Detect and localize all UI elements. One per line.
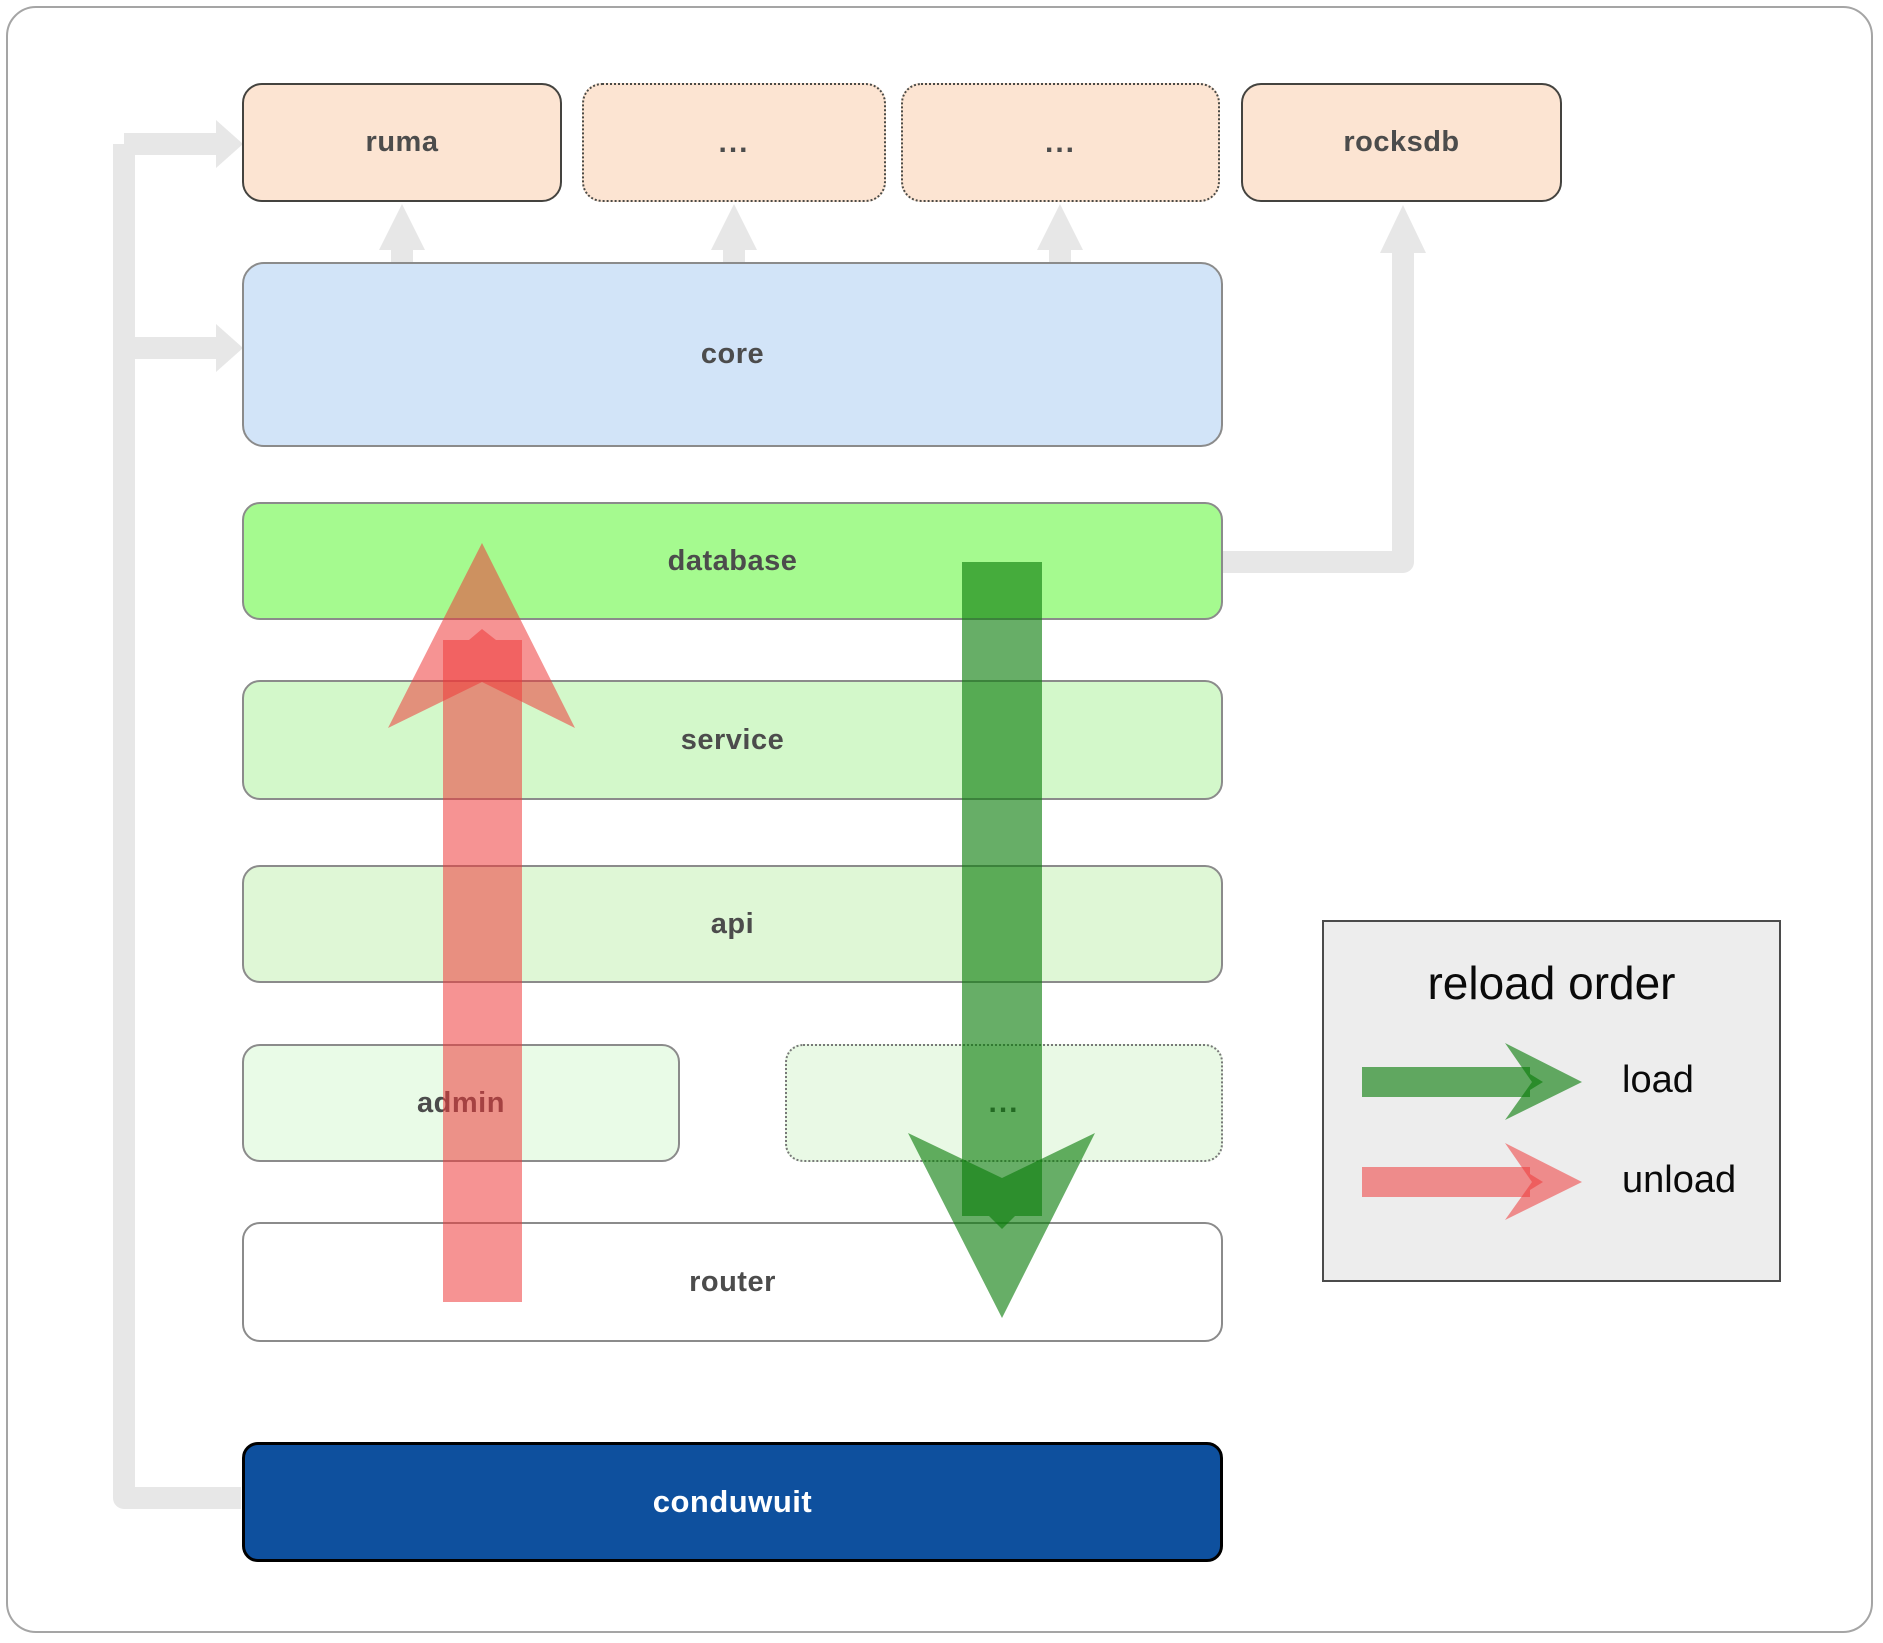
box-core-label: core: [700, 338, 765, 370]
box-rocksdb: rocksdb: [1241, 83, 1562, 202]
box-ellipsis-1-label: ...: [718, 125, 750, 159]
box-conduwuit: conduwuit: [242, 1442, 1223, 1562]
legend-load-label: load: [1622, 1059, 1694, 1101]
box-api: api: [242, 865, 1223, 983]
box-rocksdb-label: rocksdb: [1343, 126, 1460, 158]
box-ellipsis-2-label: ...: [1044, 125, 1076, 159]
box-core: core: [242, 262, 1223, 447]
box-service-label: service: [680, 723, 785, 756]
box-database-label: database: [667, 544, 798, 577]
box-database: database: [242, 502, 1223, 620]
diagram-frame: [6, 6, 1873, 1633]
legend-title: reload order: [1427, 957, 1676, 1009]
box-ruma: ruma: [242, 83, 562, 202]
box-admin: admin: [242, 1044, 680, 1162]
box-router: router: [242, 1222, 1223, 1342]
box-api-label: api: [710, 907, 755, 940]
box-service: service: [242, 680, 1223, 800]
box-ellipsis-2: ...: [901, 83, 1220, 202]
box-ruma-label: ruma: [365, 126, 439, 158]
box-router-label: router: [689, 1265, 776, 1298]
box-ellipsis-1: ...: [582, 83, 886, 202]
box-ellipsis-3-label: ...: [988, 1086, 1020, 1119]
box-ellipsis-3: ...: [785, 1044, 1223, 1162]
legend-unload-label: unload: [1622, 1159, 1737, 1201]
box-admin-label: admin: [417, 1086, 505, 1119]
box-conduwuit-label: conduwuit: [652, 1484, 813, 1519]
